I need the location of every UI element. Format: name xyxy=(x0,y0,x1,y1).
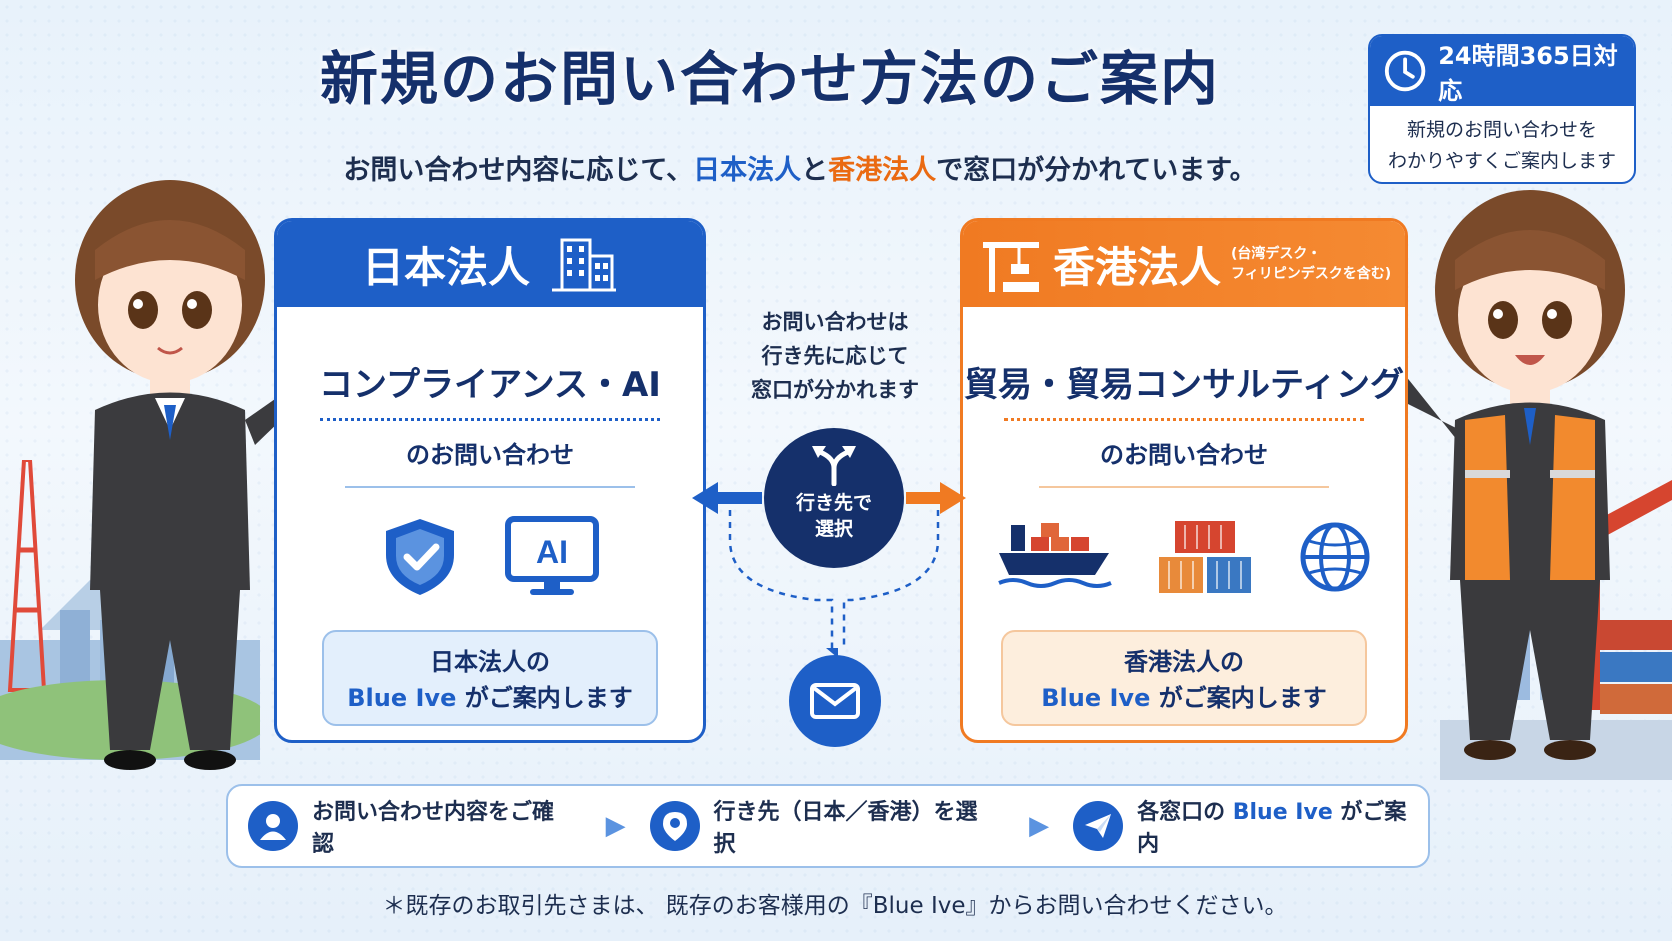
destination-select-button[interactable]: 行き先で 選択 xyxy=(764,428,904,568)
chevron-right-icon: ▶ xyxy=(1029,811,1050,841)
step-3-label: 各窓口の Blue Ive がご案内 xyxy=(1137,800,1407,857)
brand-name: Blue Ive xyxy=(347,684,457,712)
location-pin-icon xyxy=(662,812,687,841)
subtitle-hk-highlight: 香港法人 xyxy=(828,155,937,186)
divider xyxy=(320,418,660,421)
guide-character-right xyxy=(1388,190,1625,760)
split-arrow-icon xyxy=(812,446,856,486)
subtitle-jp-highlight: 日本法人 xyxy=(693,155,802,186)
hongkong-guide-box: 香港法人の Blue Ive がご案内します xyxy=(1001,630,1367,726)
clock-icon xyxy=(1384,50,1426,92)
routing-explanation: お問い合わせは 行き先に応じて 窓口が分かれます xyxy=(751,310,919,402)
page-subtitle: お問い合わせ内容に応じて、日本法人と香港法人で窓口が分かれています。 xyxy=(343,155,1257,186)
steps-bar: お問い合わせ内容をご確認 ▶ 行き先（日本／香港）を選択 ▶ 各窓口の Blue… xyxy=(226,784,1430,868)
hongkong-entity-card[interactable]: 香港法人 (台湾デスク・ フィリピンデスクを含む) 貿易・貿易コンサルティング … xyxy=(960,218,1408,743)
step-3: 各窓口の Blue Ive がご案内 xyxy=(1073,794,1428,858)
step-1: お問い合わせ内容をご確認 xyxy=(248,794,576,858)
globe-icon xyxy=(1300,522,1370,592)
containers-icon xyxy=(1159,521,1251,593)
step-2-label: 行き先（日本／香港）を選択 xyxy=(713,800,978,857)
user-icon xyxy=(259,814,286,840)
divider xyxy=(1004,418,1364,421)
select-label-1: 行き先で xyxy=(795,492,872,514)
brand-name: Blue Ive xyxy=(1232,800,1333,825)
mail-contact-button[interactable] xyxy=(789,655,881,747)
arrow-right-icon xyxy=(906,482,966,514)
cargo-ship-icon xyxy=(998,523,1112,588)
badge-line-2: わかりやすくご案内します xyxy=(1387,150,1616,172)
guide-character-left xyxy=(75,180,326,770)
divider xyxy=(1039,486,1329,488)
support-hours-badge: 24時間365日対応 新規のお問い合わせを わかりやすくご案内します xyxy=(1368,34,1636,184)
step-1-label: お問い合わせ内容をご確認 xyxy=(311,800,554,857)
step-2: 行き先（日本／香港）を選択 xyxy=(649,794,1000,858)
chevron-right-icon: ▶ xyxy=(605,811,626,841)
select-label-2: 選択 xyxy=(814,518,853,540)
hongkong-guide-line-1: 香港法人の xyxy=(1124,648,1244,676)
brand-name: Blue Ive xyxy=(1041,684,1151,712)
ai-icon-label: AI xyxy=(536,534,568,570)
mail-icon xyxy=(810,683,860,719)
badge-heading: 24時間365日対応 xyxy=(1438,42,1618,105)
shield-check-icon xyxy=(386,519,454,595)
ai-monitor-icon: AI xyxy=(505,516,599,595)
japan-guide-box: 日本法人の Blue Ive がご案内します xyxy=(322,630,658,726)
hongkong-card-topic: 貿易・貿易コンサルティング xyxy=(964,365,1404,405)
arrow-left-icon xyxy=(692,482,762,514)
hongkong-card-heading: 香港法人 xyxy=(1053,242,1222,292)
crane-icon xyxy=(983,242,1039,292)
send-icon xyxy=(1085,814,1112,838)
japan-card-subtitle: のお問い合わせ xyxy=(406,441,574,469)
divider xyxy=(345,486,635,488)
dashed-connector xyxy=(728,510,940,658)
page-title: 新規のお問い合わせ方法のご案内 xyxy=(319,45,1220,113)
japan-guide-line-1: 日本法人の xyxy=(430,648,550,676)
japan-card-topic: コンプライアンス・AI xyxy=(319,365,661,405)
japan-card-heading: 日本法人 xyxy=(361,242,530,292)
hongkong-card-subtitle: のお問い合わせ xyxy=(1100,441,1268,469)
existing-customer-note: ＊既存のお取引先さまは、 既存のお客様用の『Blue Ive』からお問い合わせく… xyxy=(382,893,1288,919)
building-icon xyxy=(552,238,616,292)
badge-line-1: 新規のお問い合わせを xyxy=(1406,119,1597,141)
japan-entity-card[interactable]: 日本法人 コンプライアンス・AI のお問い合わせ AI xyxy=(274,218,706,743)
hongkong-card-note: (台湾デスク・ フィリピンデスクを含む) xyxy=(1231,246,1392,282)
